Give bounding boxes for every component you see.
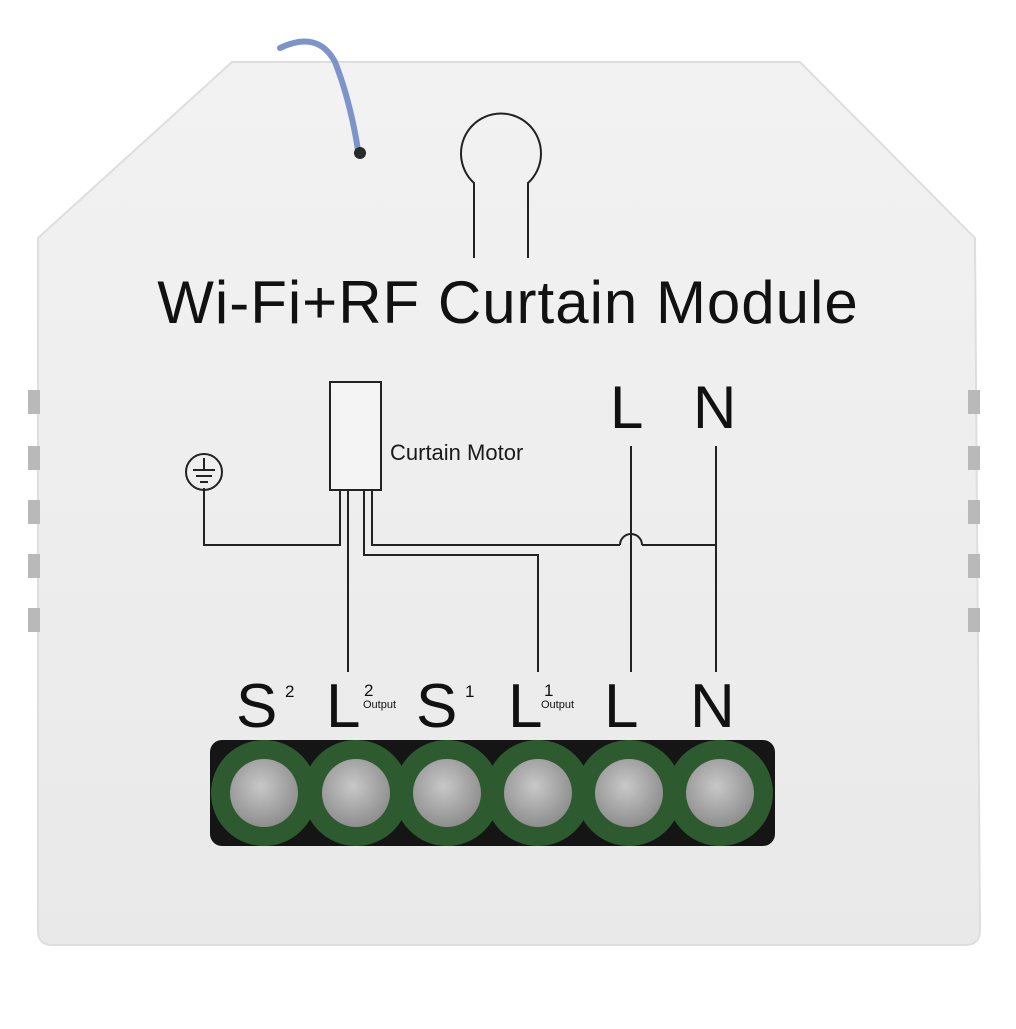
terminal-screw-2 (303, 740, 409, 846)
terminal-label-l1: L (508, 672, 543, 741)
ground-icon (185, 453, 223, 491)
right-vents (968, 390, 980, 632)
curtain-motor-box (329, 381, 382, 491)
curtain-motor-label: Curtain Motor (390, 440, 524, 465)
terminal-screw-6 (667, 740, 773, 846)
terminal-label-l2: L (326, 672, 361, 741)
terminal-sup-l2: 2 (364, 681, 374, 700)
terminal-screw-3 (394, 740, 500, 846)
housing-body (37, 61, 982, 946)
terminal-screws (211, 740, 773, 846)
terminal-screw-5 (576, 740, 682, 846)
terminal-sup-s2: 2 (285, 682, 295, 701)
terminal-screw-1 (211, 740, 317, 846)
terminal-label-l: L (604, 672, 639, 741)
wiring (203, 381, 717, 672)
terminal-sup-l1: 1 (544, 681, 554, 700)
top-terminal-n: N (693, 374, 737, 441)
top-terminal-l: L (610, 374, 644, 441)
left-vents (28, 390, 40, 632)
terminal-label-s2: S (236, 672, 278, 741)
terminal-screw-4 (485, 740, 591, 846)
terminal-label-s1: S (416, 672, 458, 741)
terminal-label-n: N (690, 672, 735, 741)
mounting-hole (460, 112, 542, 258)
module-title: Wi-Fi+RF Curtain Module (157, 269, 859, 336)
terminal-sub-l1: Output (541, 699, 575, 711)
terminal-sub-l2: Output (363, 699, 397, 711)
antenna-wire-hole (354, 147, 366, 159)
terminal-sup-s1: 1 (465, 682, 475, 701)
antenna-wire (277, 38, 361, 153)
